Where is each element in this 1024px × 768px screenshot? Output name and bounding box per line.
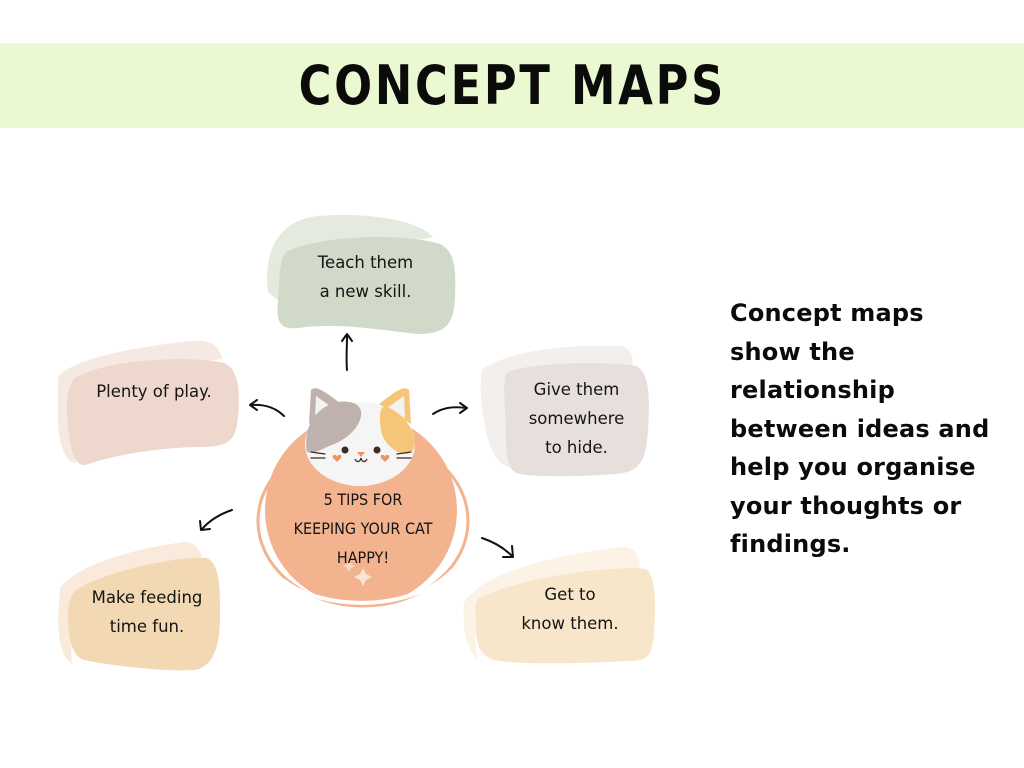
node-get-to-know: Get to know them. (460, 543, 656, 668)
node-plenty-of-play: Plenty of play. (52, 337, 242, 467)
header-banner: CONCEPT MAPS (0, 43, 1024, 128)
cat-face-icon (305, 388, 415, 486)
description-text: Concept maps show the relationship betwe… (730, 294, 1010, 564)
node-text-line: Make feeding (91, 588, 203, 607)
central-topic (253, 380, 475, 610)
node-blob-shape (480, 345, 649, 477)
central-topic-line: KEEPING YOUR CAT (293, 519, 433, 538)
node-text-line: Teach them (317, 253, 414, 272)
arrow-down-right-icon (481, 537, 514, 558)
description-line: help you organise (730, 453, 976, 481)
description-line: your thoughts or (730, 491, 962, 520)
central-topic-label: 5 TIPS FOR KEEPING YOUR CAT HAPPY! (258, 485, 468, 572)
node-teach-skill: Teach them a new skill. (258, 212, 458, 337)
node-text-line: know them. (521, 614, 619, 633)
node-feeding-time: Make feeding time fun. (54, 538, 224, 673)
node-blob-shape (463, 547, 656, 664)
sparkle-icon (343, 560, 372, 586)
description-line: Concept maps (730, 299, 924, 327)
node-somewhere-to-hide: Give them somewhere to hide. (476, 340, 654, 480)
arrow-up-icon (341, 333, 353, 371)
page-title: CONCEPT MAPS (298, 54, 726, 117)
description-line: show the (730, 337, 855, 366)
node-blob-shape (58, 542, 220, 671)
node-blob-shape (267, 214, 456, 334)
node-text-line: time fun. (109, 617, 185, 636)
node-text-line: Give them (533, 379, 620, 399)
description-line: between ideas and (730, 414, 990, 443)
arrow-left-icon (249, 399, 285, 417)
arrow-right-icon (432, 402, 468, 415)
node-text-line: somewhere (528, 408, 625, 428)
central-topic-line: 5 TIPS FOR (323, 490, 403, 509)
arrow-down-left-icon (199, 509, 233, 531)
central-topic-line: HAPPY! (336, 548, 390, 567)
node-text-line: Get to (544, 585, 596, 604)
node-text-line: a new skill. (319, 282, 412, 301)
description-line: findings. (730, 530, 851, 558)
node-text-line: to hide. (545, 437, 608, 457)
node-blob-shape (58, 340, 239, 466)
node-text-line: Plenty of play. (96, 382, 212, 401)
description-line: relationship (730, 376, 895, 404)
